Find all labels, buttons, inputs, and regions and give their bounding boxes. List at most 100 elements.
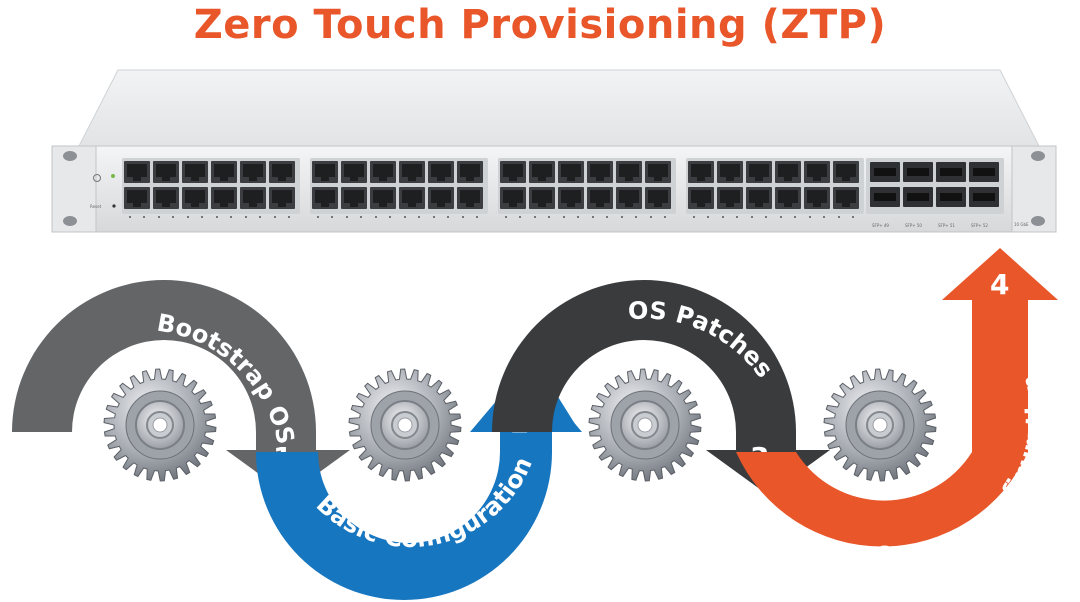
ethernet-port [312,187,338,209]
ethernet-port [645,161,671,183]
sfp-port [903,187,933,207]
port-led [548,216,550,218]
ethernet-port [370,187,396,209]
status-led [111,174,115,178]
step-4-number: 4 [990,268,1009,301]
ethernet-port [645,187,671,209]
ethernet-port [616,161,642,183]
ethernet-port [457,161,483,183]
port-led [664,216,666,218]
gear-icon [348,368,462,482]
port-led [245,216,247,218]
ethernet-port [804,187,830,209]
port-led [476,216,478,218]
ethernet-port [370,161,396,183]
port-led [143,216,145,218]
port-led [375,216,377,218]
ethernet-port [269,187,295,209]
rack-screw-hole [63,151,77,161]
port-led [519,216,521,218]
gear-layer [103,368,937,482]
port-led [505,216,507,218]
sfp-label: SFP+ 50 [905,223,922,228]
ethernet-port [153,161,179,183]
gear-icon [823,368,937,482]
switch-top-panel [77,69,1041,149]
ethernet-port [775,187,801,209]
reset-button [112,204,116,208]
ethernet-port [240,161,266,183]
port-led [317,216,319,218]
ethernet-port [529,161,555,183]
ethernet-port [688,187,714,209]
ethernet-port [428,161,454,183]
ethernet-port [688,161,714,183]
dark-arrow-shape [492,280,830,495]
port-led [259,216,261,218]
port-led [447,216,449,218]
sfp-port [936,162,966,182]
port-led [187,216,189,218]
ethernet-port [746,187,772,209]
sfp-port [903,162,933,182]
port-led [621,216,623,218]
port-led [577,216,579,218]
ethernet-port [124,161,150,183]
port-led [389,216,391,218]
port-led [852,216,854,218]
ethernet-port [558,187,584,209]
ethernet-port [211,161,237,183]
ethernet-port [211,187,237,209]
ethernet-port [587,161,613,183]
sfp-label: SFP+ 51 [938,223,955,228]
port-led [331,216,333,218]
ethernet-port [500,187,526,209]
port-led [650,216,652,218]
port-led [404,216,406,218]
port-led [288,216,290,218]
sfp-port [936,187,966,207]
sfp-port [969,187,999,207]
ethernet-port [587,187,613,209]
ethernet-port [124,187,150,209]
port-area [122,158,864,218]
power-icon [93,174,101,182]
port-led [158,216,160,218]
port-led [838,216,840,218]
sfp-port [969,162,999,182]
ethernet-port [341,187,367,209]
port-led [635,216,637,218]
port-led [794,216,796,218]
sfp-label: SFP+ 52 [971,223,988,228]
ethernet-port [341,161,367,183]
reset-label: Reset [90,204,102,209]
orange-arrow-shape [736,248,1058,547]
ethernet-port [428,187,454,209]
port-led [809,216,811,218]
port-led [433,216,435,218]
port-led [129,216,131,218]
port-led [534,216,536,218]
ethernet-port [833,187,859,209]
port-led [563,216,565,218]
ethernet-port [775,161,801,183]
ethernet-port [182,161,208,183]
ethernet-port [182,187,208,209]
port-led [172,216,174,218]
ethernet-port [717,161,743,183]
ethernet-port [833,161,859,183]
ethernet-port [399,161,425,183]
page-title: Zero Touch Provisioning (ZTP) [193,2,887,48]
ethernet-port [500,161,526,183]
port-led [230,216,232,218]
port-led [592,216,594,218]
port-led [201,216,203,218]
sfp-port [870,187,900,207]
ethernet-port [746,161,772,183]
port-led [216,216,218,218]
port-led [765,216,767,218]
ethernet-port [153,187,179,209]
ethernet-port [457,187,483,209]
